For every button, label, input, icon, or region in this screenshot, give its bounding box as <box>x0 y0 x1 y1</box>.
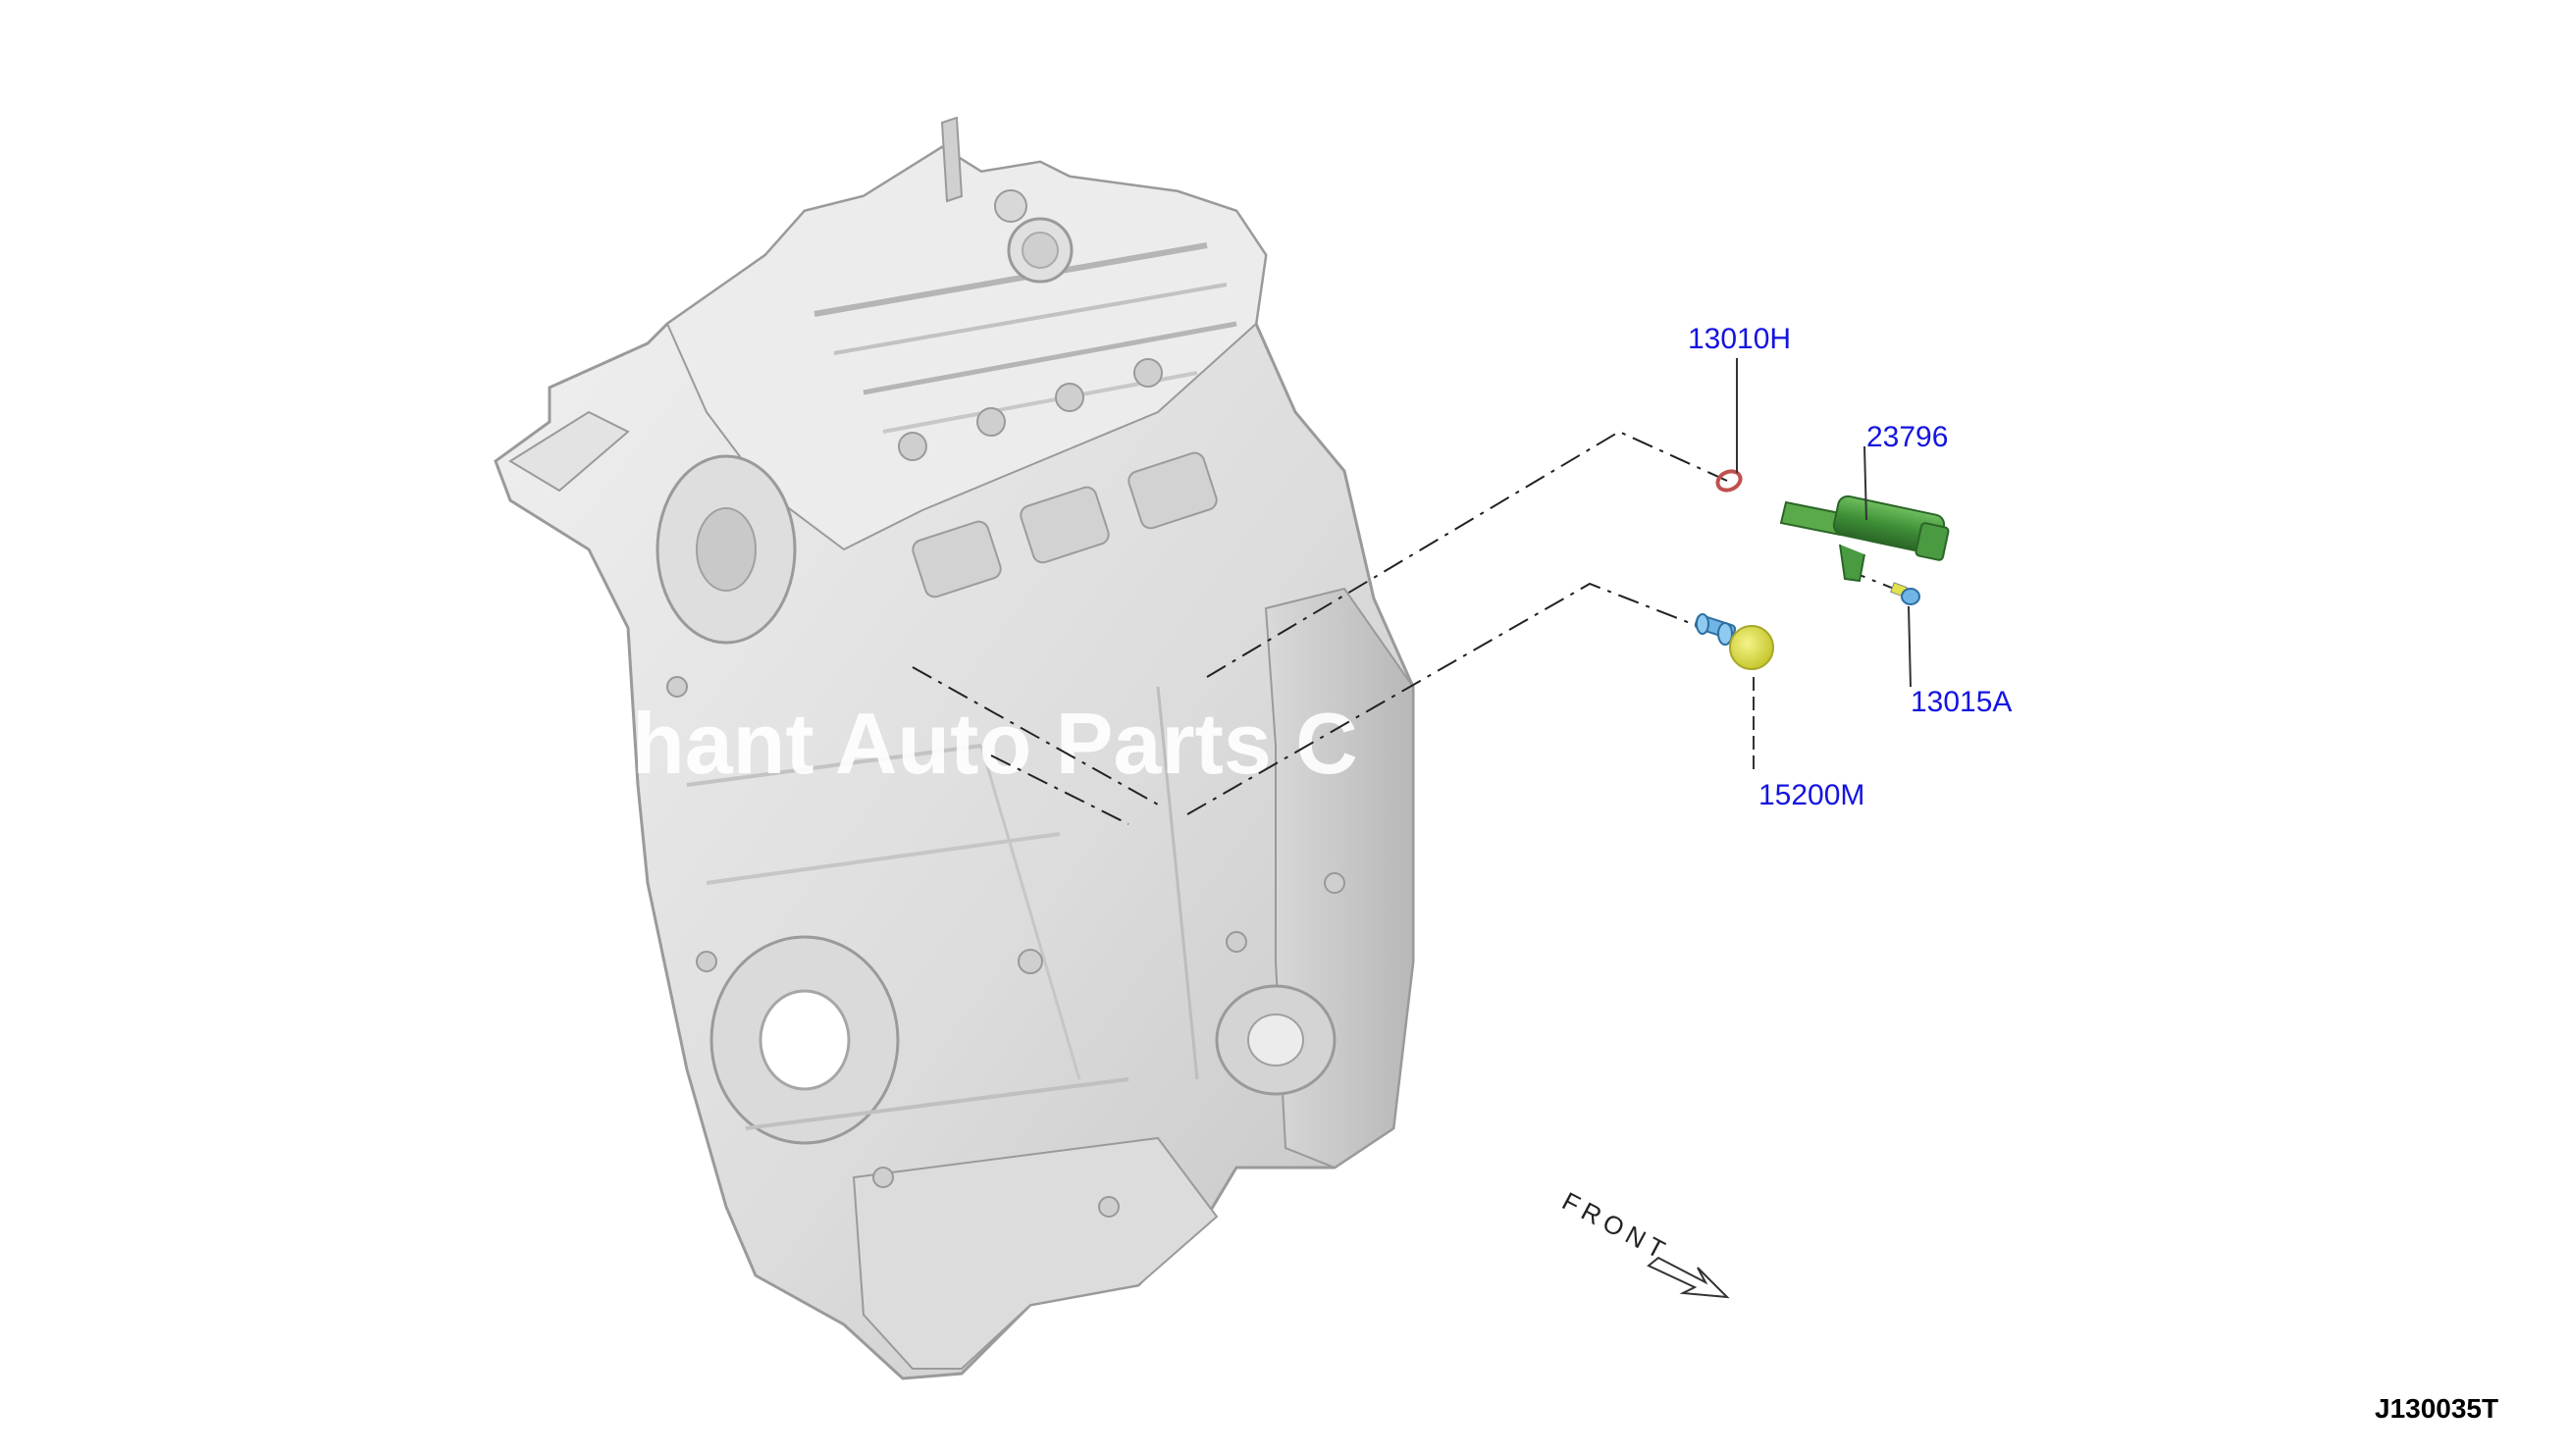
bolt-13015a-part <box>1890 582 1920 605</box>
callout-13015a: 13015A <box>1911 686 2012 718</box>
callout-15200m: 15200M <box>1758 779 1864 811</box>
watermark-text: chant Auto Parts C <box>584 695 1358 792</box>
o-ring-part <box>1715 469 1743 493</box>
front-direction-indicator: FRONT <box>1557 1186 1730 1299</box>
diagram-code: J130035T <box>2375 1393 2498 1424</box>
callout-23796: 23796 <box>1866 421 1948 453</box>
engine-block-illustration <box>494 116 1415 1380</box>
callout-13010h: 13010H <box>1688 323 1791 355</box>
leader-lines <box>1736 358 1912 770</box>
front-arrow-icon <box>1647 1256 1730 1299</box>
vtc-solenoid-part <box>1779 494 1950 583</box>
front-label: FRONT <box>1557 1186 1675 1268</box>
oil-filter-bolt-part <box>1694 613 1774 670</box>
